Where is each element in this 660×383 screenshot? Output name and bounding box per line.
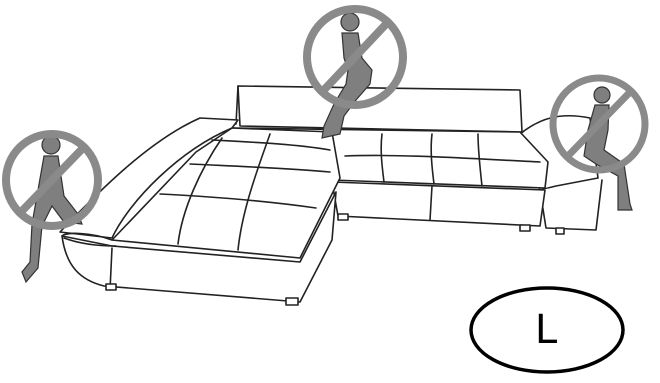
- sofa-right-base: [332, 182, 545, 226]
- size-label-text: L: [470, 288, 622, 372]
- sofa-backrest: [238, 86, 522, 132]
